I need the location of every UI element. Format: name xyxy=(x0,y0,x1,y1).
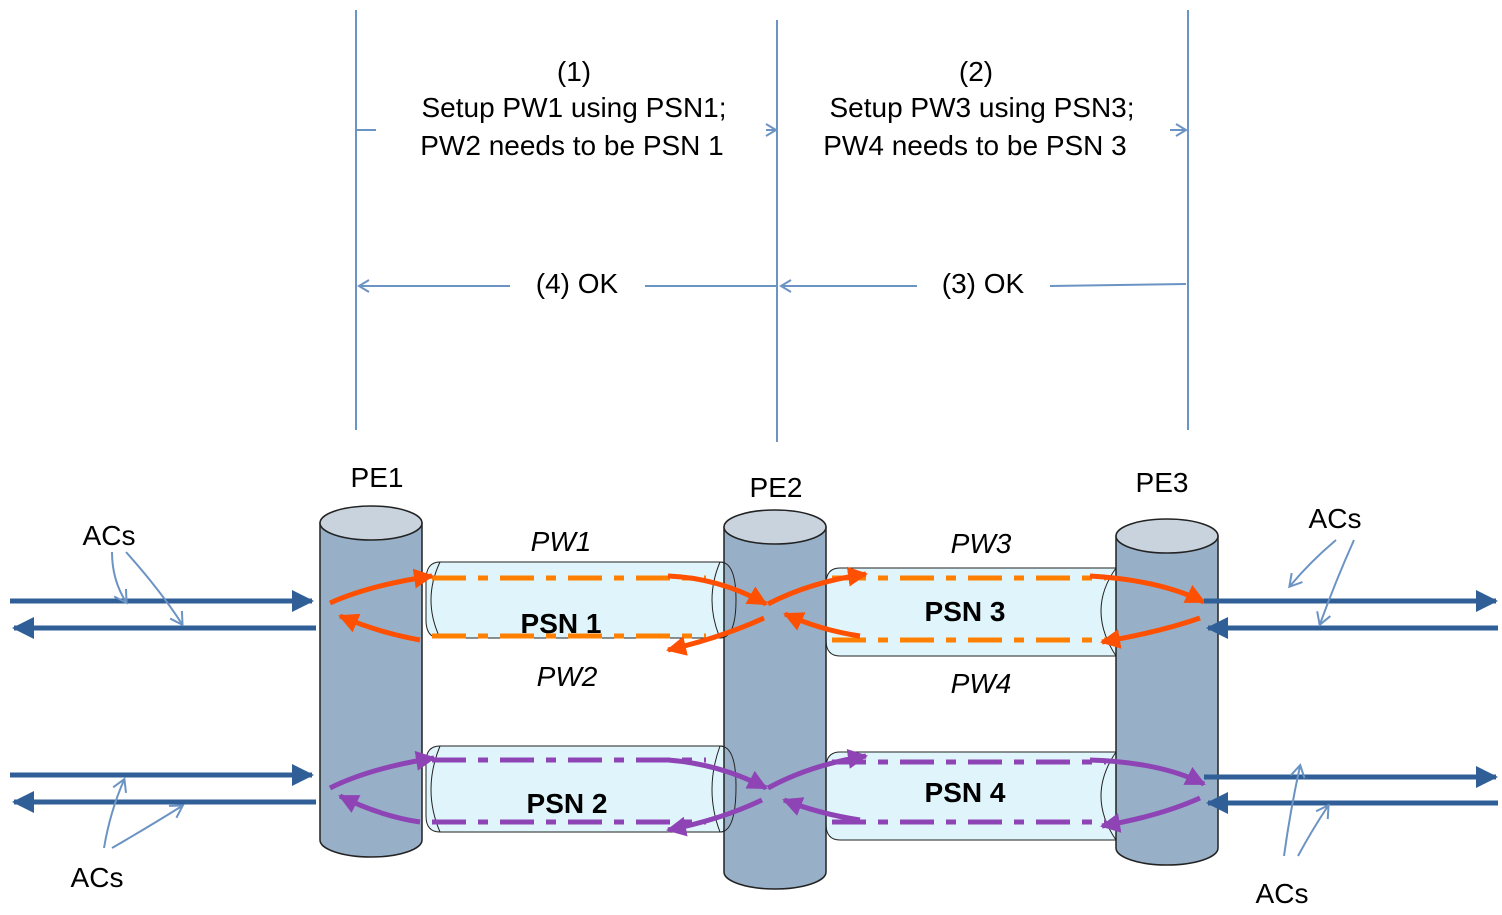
acs-pointers xyxy=(103,539,1355,857)
pw2-label: PW2 xyxy=(537,661,598,692)
message-3: (3) OK xyxy=(779,268,1187,299)
message-1-line1: Setup PW1 using PSN1; xyxy=(421,92,726,123)
pe1-cylinder xyxy=(319,505,423,858)
pw-dashes xyxy=(432,575,1106,825)
message-1-number: (1) xyxy=(557,56,591,87)
message-4-label: (4) OK xyxy=(536,268,619,299)
message-4: (4) OK xyxy=(357,268,776,299)
message-3-label: (3) OK xyxy=(942,268,1025,299)
pw-orange-arrows xyxy=(328,566,1206,656)
psn4-label: PSN 4 xyxy=(925,777,1006,808)
pe2-cylinder xyxy=(723,509,827,890)
acs-label-bottom-right: ACs xyxy=(1256,878,1309,909)
acs-label-top-right: ACs xyxy=(1309,503,1362,534)
pe1-label: PE1 xyxy=(351,462,404,493)
message-2: (2) Setup PW3 using PSN3; PW4 needs to b… xyxy=(823,56,1188,161)
pw3-label: PW3 xyxy=(951,528,1012,559)
message-2-number: (2) xyxy=(959,56,993,87)
pw1-label: PW1 xyxy=(531,526,592,557)
timelines xyxy=(355,10,1189,442)
psn3-label: PSN 3 xyxy=(925,596,1006,627)
ac-arrows xyxy=(10,590,1498,814)
pe3-label: PE3 xyxy=(1136,467,1189,498)
psn1-label: PSN 1 xyxy=(521,608,602,639)
message-1-line2: PW2 needs to be PSN 1 xyxy=(420,130,724,161)
acs-label-bottom-left: ACs xyxy=(71,862,124,893)
acs-label-top-left: ACs xyxy=(83,520,136,551)
message-1: (1) Setup PW1 using PSN1; PW2 needs to b… xyxy=(357,56,778,161)
pe2-label: PE2 xyxy=(750,472,803,503)
psn2-label: PSN 2 xyxy=(527,788,608,819)
pw-purple-arrows xyxy=(328,748,1206,837)
tunnel-psn2-end-cap xyxy=(711,745,737,833)
message-2-line1: Setup PW3 using PSN3; xyxy=(829,92,1134,123)
pw4-label: PW4 xyxy=(951,668,1012,699)
message-2-line2: PW4 needs to be PSN 3 xyxy=(823,130,1127,161)
